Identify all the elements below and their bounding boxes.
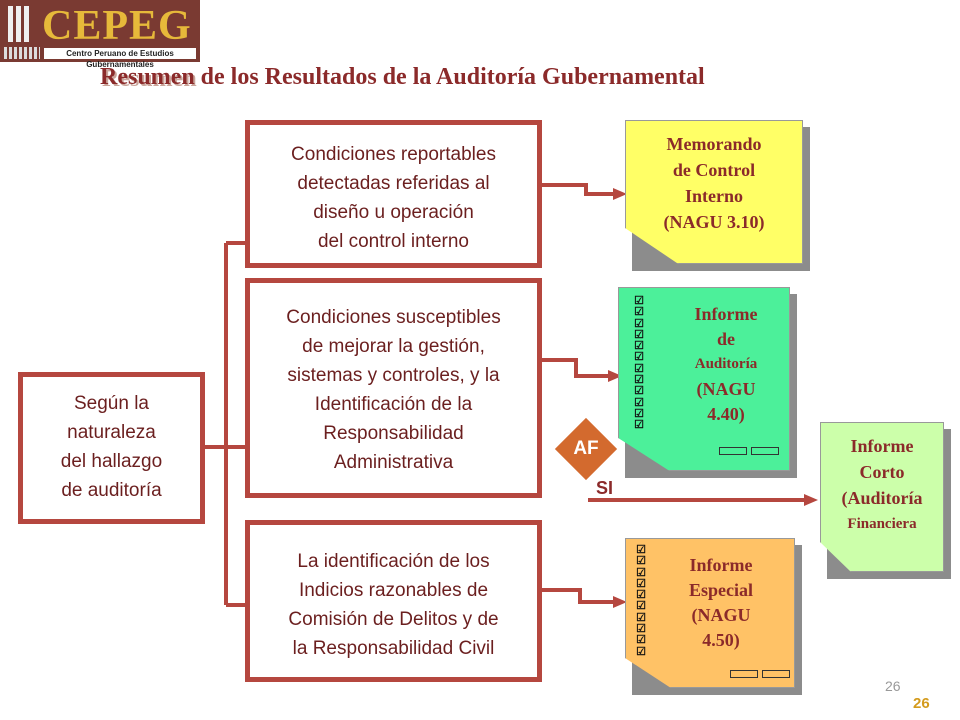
decision-label: AF (573, 438, 599, 459)
condition-line: Administrativa (333, 452, 454, 473)
condition-line: sistemas y controles, y la (287, 365, 500, 386)
checkbox-icon: ☑ (636, 645, 646, 658)
condition-line: Condiciones reportables (291, 144, 496, 165)
condition-line: la Responsabilidad Civil (292, 638, 495, 659)
connector-to-memorando (541, 183, 615, 196)
informe-corto-line: Financiera (847, 516, 917, 532)
title-rest: de los Resultados de la Auditoría Gubern… (194, 64, 705, 90)
checkbox-icon: ☑ (634, 351, 644, 364)
informe-especial-document: Informe Especial (NAGU 4.50) ☑ ☑ ☑ ☑ ☑ ☑… (625, 538, 795, 688)
connector-to-informe-especial (541, 588, 615, 604)
checkbox-icon: ☑ (634, 419, 644, 432)
informe-corto-document: Informe Corto (Auditoría Financiera (820, 422, 944, 572)
checkbox-icon: ☑ (634, 396, 644, 409)
checkbox-icon: ☑ (636, 589, 646, 602)
informe-auditoria-line: de (717, 329, 735, 349)
condition-line: Indicios razonables de (298, 580, 489, 601)
checkbox-icon: ☑ (634, 385, 644, 398)
condition-line: de mejorar la gestión, (302, 336, 485, 357)
checkbox-icon: ☑ (634, 317, 644, 330)
arrowhead-informe-especial (613, 596, 627, 608)
informe-auditoria-line: Auditoría (694, 356, 758, 372)
checkbox-icon: ☑ (636, 634, 646, 647)
informe-auditoria-line: (NAGU (696, 379, 756, 399)
checkbox-icon: ☑ (634, 328, 644, 341)
informe-auditoria-line: Informe (694, 304, 758, 324)
page-number: 26 (885, 678, 901, 694)
condition-line: diseño u operación (313, 202, 474, 223)
informe-auditoria-line: 4.40) (707, 404, 745, 424)
informe-especial-line: (NAGU (691, 605, 751, 625)
checkbox-icon: ☑ (634, 374, 644, 387)
memorando-document: Memorando de Control Interno (NAGU 3.10) (625, 120, 803, 264)
memorando-line: Memorando (666, 134, 762, 154)
source-line: Según la (73, 393, 149, 414)
checkbox-icon: ☑ (636, 600, 646, 613)
informe-especial-line: 4.50) (702, 630, 740, 650)
arrowhead-informe-auditoria (608, 370, 622, 382)
logo-name: CEPEG (42, 3, 192, 49)
checkbox-icon: ☑ (634, 340, 644, 353)
memorando-line: de Control (672, 160, 756, 180)
checkbox-icon: ☑ (634, 407, 644, 420)
checkbox-icon: ☑ (636, 555, 646, 568)
memorando-line: (NAGU 3.10) (663, 212, 765, 232)
source-line: de auditoría (61, 480, 162, 501)
connector-to-informe-auditoria (541, 358, 610, 378)
arrowhead-informe-corto (804, 494, 818, 506)
source-line: naturaleza (67, 422, 156, 443)
condition-line: Comisión de Delitos y de (288, 609, 499, 630)
informe-auditoria-document: Informe de Auditoría (NAGU 4.40) ☑ ☑ ☑ ☑… (618, 287, 790, 471)
title-highlight: Resumen (100, 64, 195, 90)
condition-box-delitos: La identificación de los Indicios razona… (245, 520, 542, 682)
informe-corto-line: Informe (850, 436, 914, 456)
condition-line: Identificación de la (314, 394, 473, 415)
checkbox-icon: ☑ (634, 362, 644, 375)
checkbox-icon: ☑ (636, 566, 646, 579)
checkbox-column-icon: ☑ ☑ ☑ ☑ ☑ ☑ ☑ ☑ ☑ ☑ (634, 544, 648, 658)
checkbox-icon: ☑ (636, 544, 646, 556)
informe-corto-line: (Auditoría (841, 488, 923, 508)
checkbox-icon: ☑ (634, 295, 644, 307)
informe-corto-line: Corto (859, 462, 905, 482)
informe-especial-line: Especial (688, 580, 753, 600)
source-line: del hallazgo (60, 451, 163, 472)
arrowhead-memorando (613, 188, 627, 200)
checkbox-icon: ☑ (636, 577, 646, 590)
page-title: Resumen de los Resultados de la Auditorí… (100, 64, 705, 91)
page-number-bold: 26 (913, 695, 930, 712)
logo-grid-pattern (4, 47, 40, 59)
informe-especial-line: Informe (689, 555, 753, 575)
logo-pillars-icon (8, 6, 38, 46)
memorando-line: Interno (685, 186, 743, 206)
informe-especial-text: Informe Especial (NAGU 4.50) (671, 553, 771, 653)
condition-line: del control interno (317, 231, 470, 252)
checkbox-icon: ☑ (634, 306, 644, 319)
source-box: Según la naturaleza del hallazgo de audi… (18, 372, 205, 524)
condition-box-control-interno: Condiciones reportables detectadas refer… (245, 120, 542, 268)
branch-label-si: SI (596, 478, 614, 498)
condition-line: Responsabilidad (323, 423, 464, 444)
condition-line: Condiciones susceptibles (286, 307, 501, 328)
condition-line: detectadas referidas al (297, 173, 490, 194)
signature-line-icon (751, 447, 779, 455)
signature-line-icon (719, 447, 747, 455)
informe-auditoria-text: Informe de Auditoría (NAGU 4.40) (671, 302, 781, 427)
condition-line: La identificación de los (297, 551, 490, 572)
checkbox-icon: ☑ (636, 623, 646, 636)
signature-line-icon (730, 670, 758, 678)
logo-subtitle: Centro Peruano de Estudios Gubernamental… (44, 48, 196, 69)
checkbox-icon: ☑ (636, 611, 646, 624)
checkbox-column-icon: ☑ ☑ ☑ ☑ ☑ ☑ ☑ ☑ ☑ ☑ ☑ ☑ (632, 295, 646, 432)
signature-line-icon (762, 670, 790, 678)
condition-box-gestion: Condiciones susceptibles de mejorar la g… (245, 278, 542, 498)
